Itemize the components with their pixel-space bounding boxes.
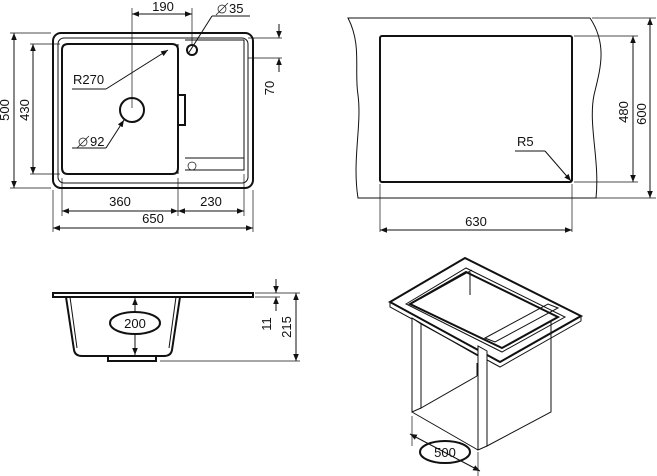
bowl-profile xyxy=(65,296,181,357)
dim-cutout-height: 480 xyxy=(616,101,631,123)
dim-drainboard-width: 230 xyxy=(200,194,222,209)
cabinet-view: 500 xyxy=(387,256,584,476)
dim-drain: 92 xyxy=(90,134,104,149)
rim-profile xyxy=(52,292,254,298)
dim-rim: 11 xyxy=(259,317,274,331)
dim-total-height: 215 xyxy=(279,316,294,338)
worktop-inner xyxy=(404,267,567,353)
diameter-icon xyxy=(76,135,90,149)
dim-corner-radius: R270 xyxy=(73,72,104,87)
sink-outline xyxy=(52,32,254,189)
overflow-slot xyxy=(177,94,186,126)
cutout-view: R5 630 480 600 xyxy=(347,17,656,233)
dim-bowl-height: 430 xyxy=(17,99,32,121)
cabinet-front-left-panel xyxy=(411,317,422,413)
sink-opening xyxy=(407,270,561,350)
top-view: 650 360 230 500 430 190 35 xyxy=(0,0,282,232)
bowl-outline xyxy=(61,43,179,175)
dim-ledge: 70 xyxy=(262,81,277,95)
side-view: 200 11 215 xyxy=(52,279,300,362)
dim-tap-hole: 35 xyxy=(229,1,243,16)
dim-tap-offset: 190 xyxy=(152,0,174,14)
width-badge xyxy=(419,440,471,464)
drainboard xyxy=(185,39,245,171)
countertop-outline xyxy=(347,17,602,199)
dim-bowl-depth: 200 xyxy=(124,316,146,331)
dim-cutout-radius: R5 xyxy=(517,134,534,149)
drain-outlet xyxy=(107,355,157,362)
dim-cabinet-width: 500 xyxy=(434,445,456,460)
diameter-icon xyxy=(215,2,229,16)
sink-inner-rim xyxy=(57,37,249,184)
dim-cutout-width: 630 xyxy=(465,214,487,229)
dim-countertop-height: 600 xyxy=(634,103,649,125)
cabinet-front-right-panel xyxy=(477,345,488,451)
tap-hole xyxy=(186,44,198,56)
overflow-hole xyxy=(187,161,197,171)
dim-width-total: 650 xyxy=(142,211,164,226)
cutout-rect xyxy=(379,35,573,183)
dim-bowl-width: 360 xyxy=(109,194,131,209)
dim-height-total: 500 xyxy=(0,99,12,121)
